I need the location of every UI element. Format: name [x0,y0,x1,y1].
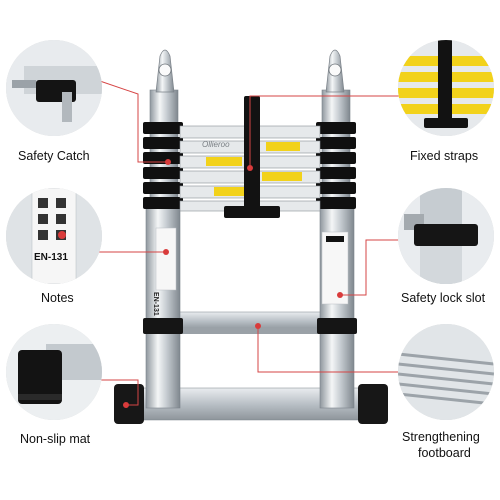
label-strengthening: Strengthening [402,430,480,444]
fixed-strap-detail [398,40,494,136]
footboard-detail [398,324,494,420]
label-fixed-straps: Fixed straps [410,149,479,163]
en-131-badge: EN-131 [34,252,68,263]
label-safety-lock-slot: Safety lock slot [401,291,486,305]
label-safety-catch: Safety Catch [18,149,90,163]
label-notes: Notes [41,291,74,305]
safety-catch-detail [6,40,102,136]
non-slip-foot-detail [6,324,102,420]
label-footboard: footboard [418,446,471,460]
lock-slot-detail [398,188,494,284]
notes-sticker-detail: EN-131 [6,188,102,284]
label-non-slip-mat: Non-slip mat [20,432,91,446]
brand-mark: Ollieroo [202,140,230,149]
standard-badge-side: EN-131 [152,292,159,316]
